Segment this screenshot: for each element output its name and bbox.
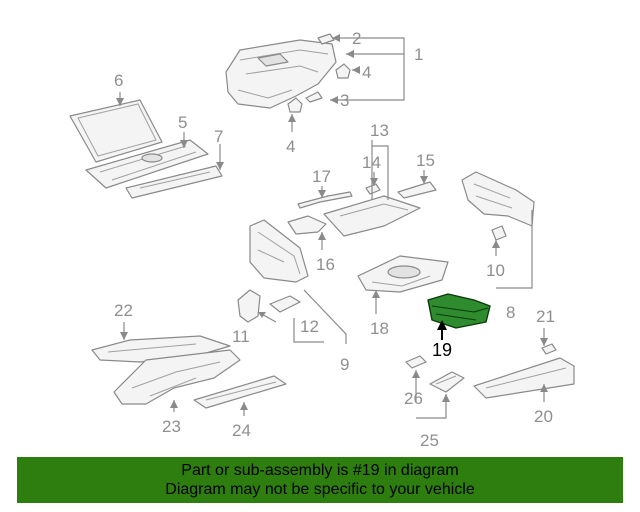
callout-13: 13 <box>370 121 389 140</box>
part-14-clip <box>365 183 381 195</box>
part-25-handle <box>429 371 465 393</box>
callout-22: 22 <box>114 301 133 320</box>
part-16-clip <box>287 215 327 235</box>
arrowheads <box>116 34 548 410</box>
callout-23: 23 <box>162 417 181 436</box>
callout-21: 21 <box>536 307 555 326</box>
callout-9: 9 <box>340 355 349 374</box>
part-24-trim-strip <box>193 375 287 409</box>
part-13-floor-mat <box>323 195 421 237</box>
callout-15: 15 <box>416 151 435 170</box>
callout-8: 8 <box>506 303 515 322</box>
vehicle-fit-banner: Part or sub-assembly is #19 in diagram D… <box>17 457 623 503</box>
part-2-clip <box>317 33 335 45</box>
part-8-side-trim <box>461 171 535 227</box>
callout-24: 24 <box>232 421 251 440</box>
callout-5: 5 <box>178 113 187 132</box>
callout-20: 20 <box>534 407 553 426</box>
callout-26: 26 <box>404 389 423 408</box>
callout-6: 6 <box>114 71 123 90</box>
callout-19: 19 <box>432 340 452 360</box>
part-11-pad <box>237 289 261 323</box>
callout-2: 2 <box>352 29 361 48</box>
callout-11: 11 <box>232 327 250 346</box>
part-15-panel <box>397 181 437 199</box>
callout-10: 10 <box>486 261 505 280</box>
parts-diagram: 1 2 3 4 4 5 6 7 8 9 10 11 12 13 14 15 16… <box>69 29 575 450</box>
banner-line-1: Part or sub-assembly is #19 in diagram <box>181 462 459 479</box>
callout-4b: 4 <box>286 137 295 156</box>
callout-12: 12 <box>300 317 319 336</box>
callout-1: 1 <box>414 45 423 64</box>
part-7-trim-strip <box>125 165 223 199</box>
callout-14: 14 <box>362 153 381 172</box>
part-5-cover <box>85 139 209 189</box>
part-23-carpet <box>113 349 241 405</box>
callout-16: 16 <box>316 255 335 274</box>
part-1-package-tray <box>225 39 337 109</box>
part-3-clip <box>305 91 323 103</box>
callout-17: 17 <box>312 167 331 186</box>
callout-4: 4 <box>362 63 371 82</box>
part-17-trim <box>297 191 353 209</box>
part-6-frame-panel <box>69 99 163 163</box>
part-4-clip-upper <box>335 63 351 79</box>
part-10-clip <box>491 225 507 241</box>
callout-7: 7 <box>214 127 223 146</box>
part-9-side-panel <box>249 219 309 283</box>
part-21-clip <box>541 343 557 355</box>
part-12-pad <box>269 295 301 313</box>
callout-3: 3 <box>340 91 349 110</box>
part-4-clip-lower <box>287 97 303 113</box>
part-26-clip <box>405 355 427 369</box>
part-18-floor-board <box>357 255 449 293</box>
callout-labels: 1 2 3 4 4 5 6 7 8 9 10 11 12 13 14 15 16… <box>114 29 555 450</box>
callout-25: 25 <box>420 431 439 450</box>
banner-line-2: Diagram may not be specific to your vehi… <box>165 481 475 498</box>
part-20-scuff-plate <box>473 357 575 399</box>
part-19-highlighted-box <box>427 293 491 329</box>
callout-18: 18 <box>370 319 389 338</box>
